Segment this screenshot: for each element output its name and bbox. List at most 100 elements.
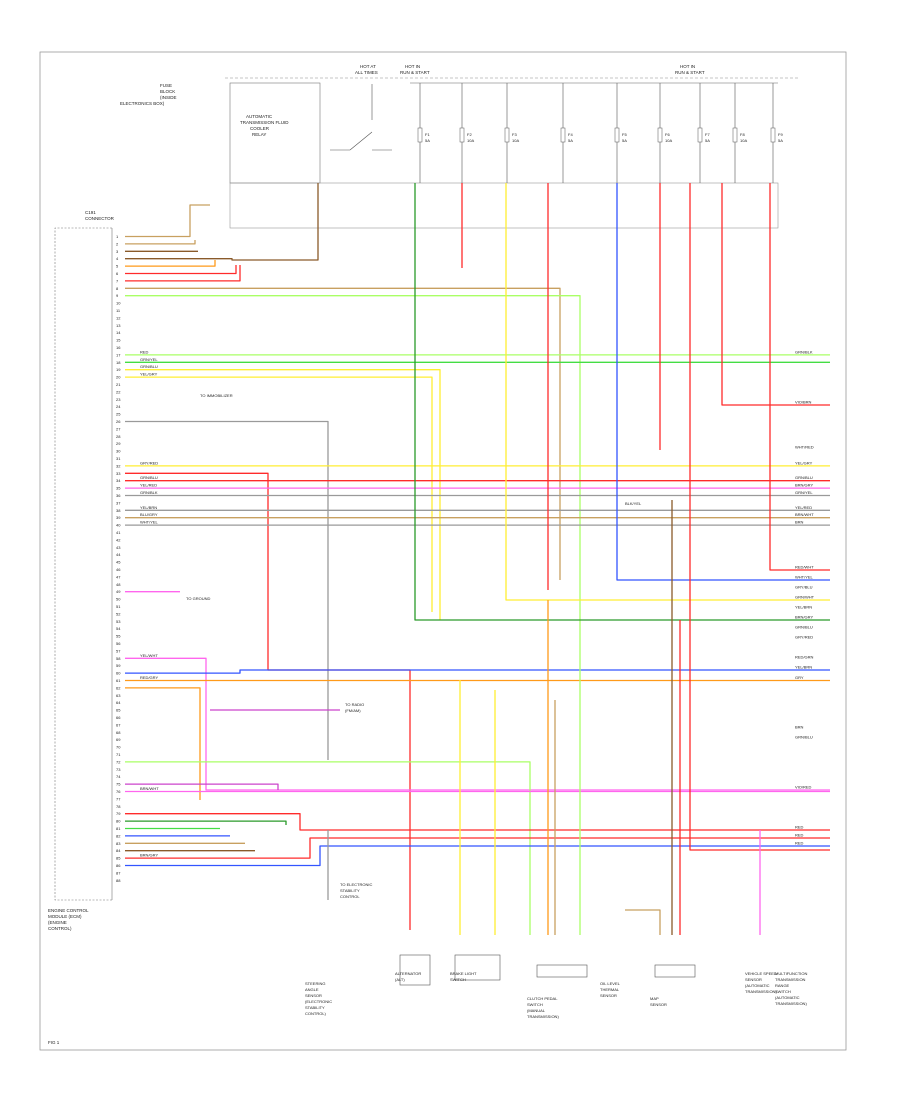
note-to-ground: TO GROUND xyxy=(186,596,210,601)
fuse-block-label-4: ELECTRONICS BOX) xyxy=(120,101,165,106)
ecm-pin-number: 10 xyxy=(116,301,121,306)
ecm-pin-number: 85 xyxy=(116,856,121,861)
ecm-connector-label: CONNECTOR xyxy=(85,216,115,221)
right-wire-label: RED/GRN xyxy=(795,655,814,660)
component-trans-label: (AUTOMATIC xyxy=(775,995,800,1000)
wire xyxy=(125,287,561,580)
note-to-electronic-stability: CONTROL xyxy=(340,894,360,899)
wire xyxy=(125,813,830,831)
ecm-pin-number: 35 xyxy=(116,486,121,491)
fuse-block-header: FUSE BLOCK (INSIDE ELECTRONICS BOX) AUTO… xyxy=(120,64,705,184)
ecm-pin-number: 43 xyxy=(116,545,121,550)
wire-color-label: WHT/YEL xyxy=(140,520,159,525)
component-brake-symbol xyxy=(454,954,501,981)
wire xyxy=(125,183,319,261)
ecm-pin-number: 78 xyxy=(116,804,121,809)
ecm-pin-number: 18 xyxy=(116,360,121,365)
wire xyxy=(125,376,433,612)
ecm-pin-number: 25 xyxy=(116,412,121,417)
right-wire-label: VIO/BRN xyxy=(795,400,812,405)
ecm-pin-number: 63 xyxy=(116,693,121,698)
wire xyxy=(616,183,830,581)
relay-box xyxy=(229,82,321,184)
fuse-rating-label: 10A xyxy=(665,138,672,143)
right-wire-label: YEL/GRY xyxy=(795,460,813,465)
wire-color-label: GRN/BLU xyxy=(140,364,158,369)
fuse-symbol xyxy=(732,127,738,143)
ecm-pin-number: 83 xyxy=(116,841,121,846)
component-alt-symbol xyxy=(399,954,431,986)
ecm-pin-number: 28 xyxy=(116,434,121,439)
relay-label-4: RELAY xyxy=(252,132,266,137)
ecm-pin-number: 86 xyxy=(116,863,121,868)
component-map-label: SENSOR xyxy=(650,1002,667,1007)
fuse-name-label: F9 xyxy=(778,132,783,137)
right-wire-label: WHT/YEL xyxy=(795,575,814,580)
component-clutch-label: (MANUAL xyxy=(527,1008,546,1013)
right-wire-label: WHT/RED xyxy=(795,445,814,450)
right-wire-label: GRN/BLU xyxy=(795,625,813,630)
ecm-pin-number: 14 xyxy=(116,330,121,335)
component-brake-label: BRAKE LIGHT xyxy=(450,971,477,976)
ecm-pin-number: 68 xyxy=(116,730,121,735)
figure-number: FIG 1 xyxy=(48,1040,60,1045)
component-clutch-symbol xyxy=(536,964,588,978)
ecm-pin-number: 34 xyxy=(116,478,121,483)
ecm-pin-number: 72 xyxy=(116,759,121,764)
ecm-pin-number: 87 xyxy=(116,870,121,875)
ecm-pin-number: 38 xyxy=(116,508,121,513)
ecm-pin-number: 50 xyxy=(116,597,121,602)
fuse-rating-label: 10A xyxy=(740,138,747,143)
ecm-pin-number: 27 xyxy=(116,426,121,431)
component-speed-label: (AUTOMATIC xyxy=(745,983,770,988)
ecm-pin-number: 62 xyxy=(116,685,121,690)
ecm-title-line: MODULE (ECM) xyxy=(48,914,82,919)
ecm-pin-number: 17 xyxy=(116,352,121,357)
right-wire-label: RED xyxy=(795,833,804,838)
fuse-symbol xyxy=(417,127,423,143)
component-steering-label: STEERING xyxy=(305,981,325,986)
ecm-pin-number: 88 xyxy=(116,878,121,883)
ecm-pin-number: 67 xyxy=(116,722,121,727)
wire xyxy=(125,260,216,267)
fuse-rating-label: 5A xyxy=(778,138,783,143)
component-trans-label: MULTIFUNCTION xyxy=(775,971,807,976)
ecm-pin-number: 31 xyxy=(116,456,121,461)
relay-label-3: COOLER xyxy=(250,126,270,131)
ecm-pin-number: 2 xyxy=(116,241,119,246)
note-to-electronic-stability: STABILITY xyxy=(340,888,360,893)
fuse-block-label-1: FUSE xyxy=(160,83,172,88)
wire xyxy=(125,420,329,760)
ecm-pin-number: 41 xyxy=(116,530,121,535)
wire-color-label: GRN/BLU xyxy=(140,475,158,480)
ecm-pin-number: 37 xyxy=(116,500,121,505)
wire xyxy=(414,183,830,621)
ecm-pin-number: 46 xyxy=(116,567,121,572)
ecm-title-line: (ENGINE xyxy=(48,920,67,925)
ecm-title-line: ENGINE CONTROL xyxy=(48,908,89,913)
ecm-pin-number: 76 xyxy=(116,789,121,794)
ecm-pin-number: 56 xyxy=(116,641,121,646)
component-oil-label: OIL LEVEL xyxy=(600,981,621,986)
fuse-name-label: F6 xyxy=(665,132,670,137)
fuse-rating-label: 5A xyxy=(568,138,573,143)
ecm-pin-number: 45 xyxy=(116,560,121,565)
right-wire-label: GRN/BLU xyxy=(795,475,813,480)
ecm-pin-number: 64 xyxy=(116,700,121,705)
ecm-pin-number: 13 xyxy=(116,323,121,328)
ecm-pin-number: 57 xyxy=(116,648,121,653)
ecm-pin-number: 4 xyxy=(116,256,119,261)
right-wire-label: GRN/BLK xyxy=(795,349,813,354)
wire xyxy=(125,265,237,275)
right-wire-label: YEL/RED xyxy=(795,505,812,510)
component-trans-label: TRANSMISSION) xyxy=(775,1001,807,1006)
ecm-pin-number: 7 xyxy=(116,278,119,283)
fuse-name-label: F8 xyxy=(740,132,745,137)
fuse-name-label: F7 xyxy=(705,132,710,137)
fuse-rating-label: 10A xyxy=(467,138,474,143)
wire-color-label: RED xyxy=(140,349,149,354)
hot-mid-label-2: RUN & START xyxy=(400,70,430,75)
component-trans-label: RANGE xyxy=(775,983,790,988)
